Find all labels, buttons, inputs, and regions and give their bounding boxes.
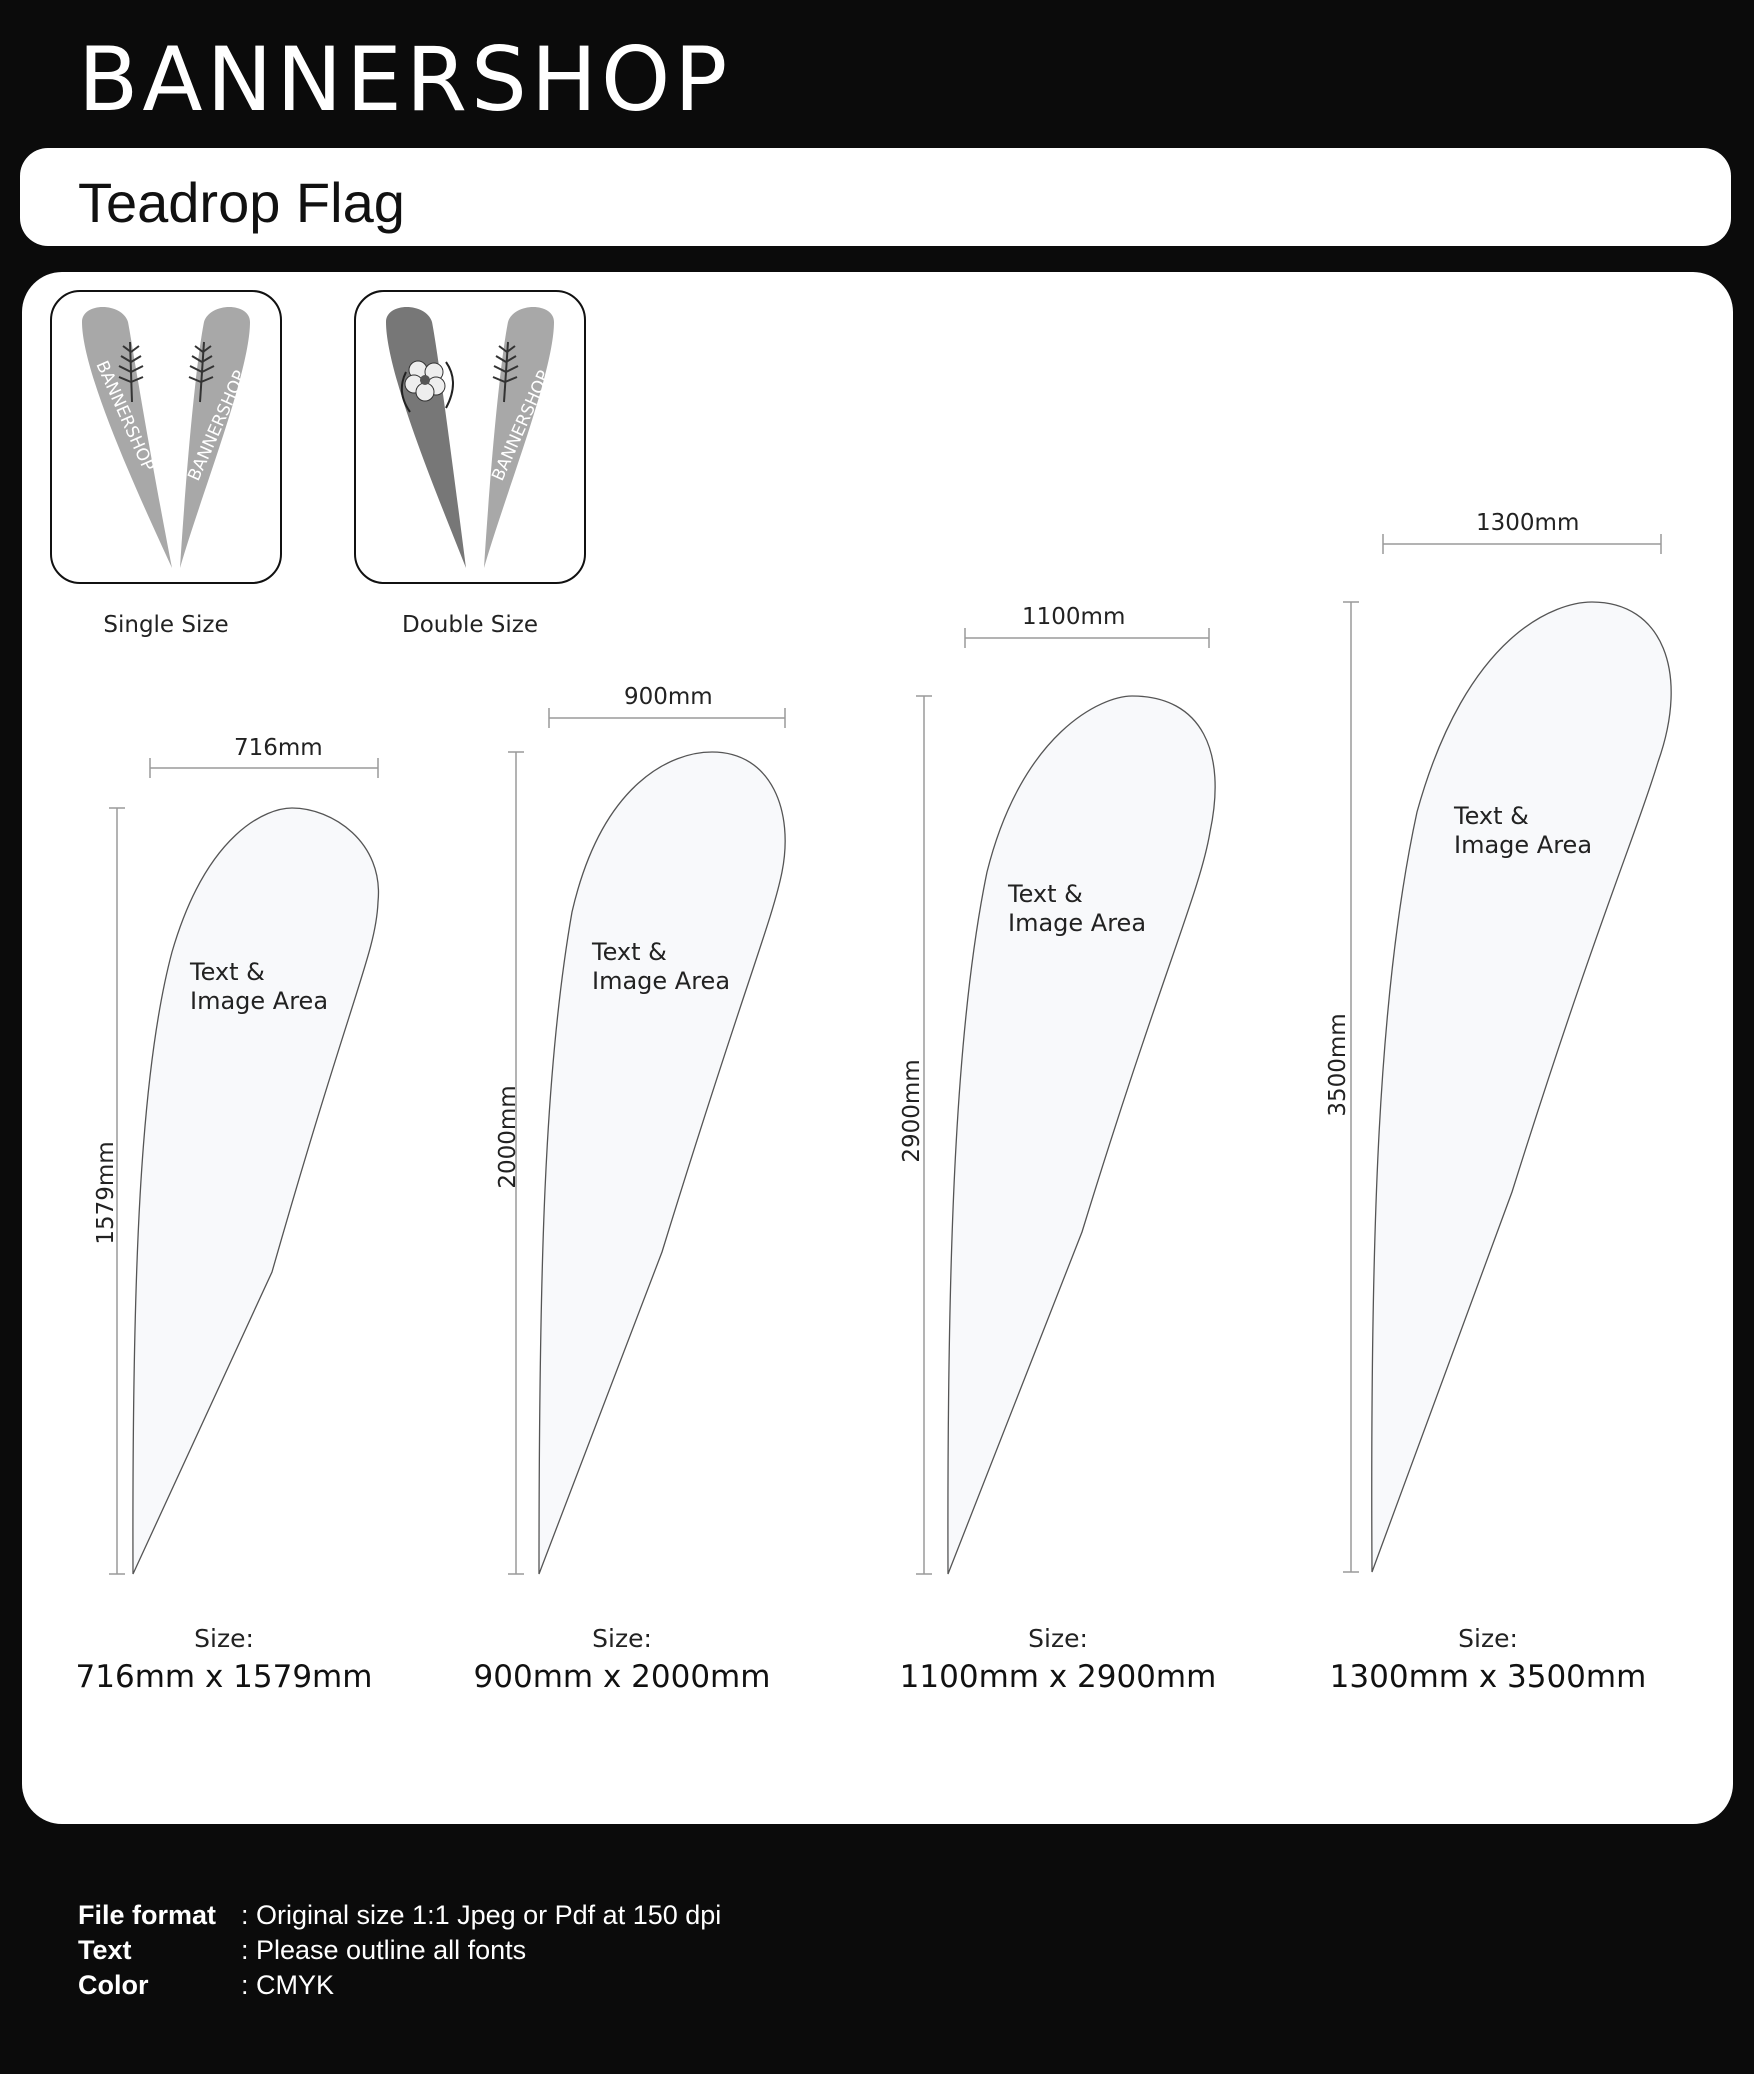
flag-outlines: [132, 601, 1672, 1575]
size-caption: Size:: [592, 1624, 652, 1653]
spec-row-color: Color : CMYK: [78, 1968, 721, 2003]
leaf-icon: [118, 341, 144, 403]
size-caption: Size:: [194, 1624, 254, 1653]
spec-row-text: Text : Please outline all fonts: [78, 1933, 721, 1968]
flag-left-shape: [82, 307, 172, 568]
spec-value: : CMYK: [241, 1970, 335, 2000]
brand-logo: BANNERSHOP: [78, 28, 732, 131]
thumbnail-single: BANNERSHOP BANNERSHOP: [50, 290, 282, 584]
leaf-icon: [492, 341, 519, 403]
content-panel: BANNERSHOP BANNERSHOP Single Size: [22, 272, 1733, 1824]
flag1-width-label: 716mm: [234, 735, 323, 761]
spec-row-file-format: File format : Original size 1:1 Jpeg or …: [78, 1898, 721, 1933]
size-value: 1300mm x 3500mm: [1329, 1659, 1647, 1695]
flag-drawings: [109, 534, 1672, 1575]
size-caption: Size:: [1458, 1624, 1518, 1653]
spec-key: Color: [78, 1970, 149, 2000]
spec-key: File format: [78, 1900, 217, 1930]
flag4-width-label: 1300mm: [1476, 510, 1580, 536]
flag4-size-block: Size: 1300mm x 3500mm: [1298, 1624, 1678, 1695]
spec-key: Text: [78, 1935, 132, 1965]
flag1-height-label: 1579mm: [93, 1141, 119, 1245]
flag1-size-block: Size: 716mm x 1579mm: [34, 1624, 414, 1695]
size-value: 1100mm x 2900mm: [899, 1659, 1217, 1695]
flag-right-shape: [180, 307, 250, 568]
file-specs: File format : Original size 1:1 Jpeg or …: [78, 1898, 721, 2003]
flag3-width-label: 1100mm: [1022, 604, 1126, 630]
size-caption: Size:: [1028, 1624, 1088, 1653]
flag1-area-label: Text & Image Area: [190, 958, 329, 1015]
thumbnail-single-caption: Single Size: [103, 612, 229, 638]
flag-shape-716: [132, 807, 380, 1575]
flag-shape-1100: [947, 695, 1216, 1575]
single-flag-illustration: BANNERSHOP BANNERSHOP: [82, 307, 251, 568]
thumbnail-double-caption: Double Size: [401, 612, 539, 638]
spec-value: : Please outline all fonts: [241, 1935, 527, 1965]
flag-shape-900: [538, 751, 786, 1575]
thumbnail-double: BANNERSHOP: [354, 290, 586, 584]
title-bar: Teadrop Flag: [20, 148, 1731, 246]
flag3-size-block: Size: 1100mm x 2900mm: [868, 1624, 1248, 1695]
dimension-lines: [109, 534, 1662, 1575]
page-title: Teadrop Flag: [78, 171, 405, 234]
size-value: 716mm x 1579mm: [75, 1659, 373, 1695]
flag2-height-label: 2000mm: [495, 1085, 521, 1189]
flag-shape-1300: [1371, 601, 1672, 1573]
flag4-area-label: Text & Image Area: [1454, 802, 1593, 859]
leaf-icon: [188, 341, 215, 403]
flag2-size-block: Size: 900mm x 2000mm: [432, 1624, 812, 1695]
flag-right-shape: [484, 307, 554, 568]
size-value: 900mm x 2000mm: [473, 1659, 771, 1695]
flag2-width-label: 900mm: [624, 684, 713, 710]
flag3-area-label: Text & Image Area: [1008, 880, 1147, 937]
double-flag-illustration: BANNERSHOP: [386, 307, 555, 568]
spec-value: : Original size 1:1 Jpeg or Pdf at 150 d…: [241, 1900, 722, 1930]
flag4-height-label: 3500mm: [1325, 1013, 1351, 1117]
flag3-height-label: 2900mm: [899, 1059, 925, 1163]
flower-icon: [400, 360, 454, 413]
flag2-area-label: Text & Image Area: [592, 938, 731, 995]
